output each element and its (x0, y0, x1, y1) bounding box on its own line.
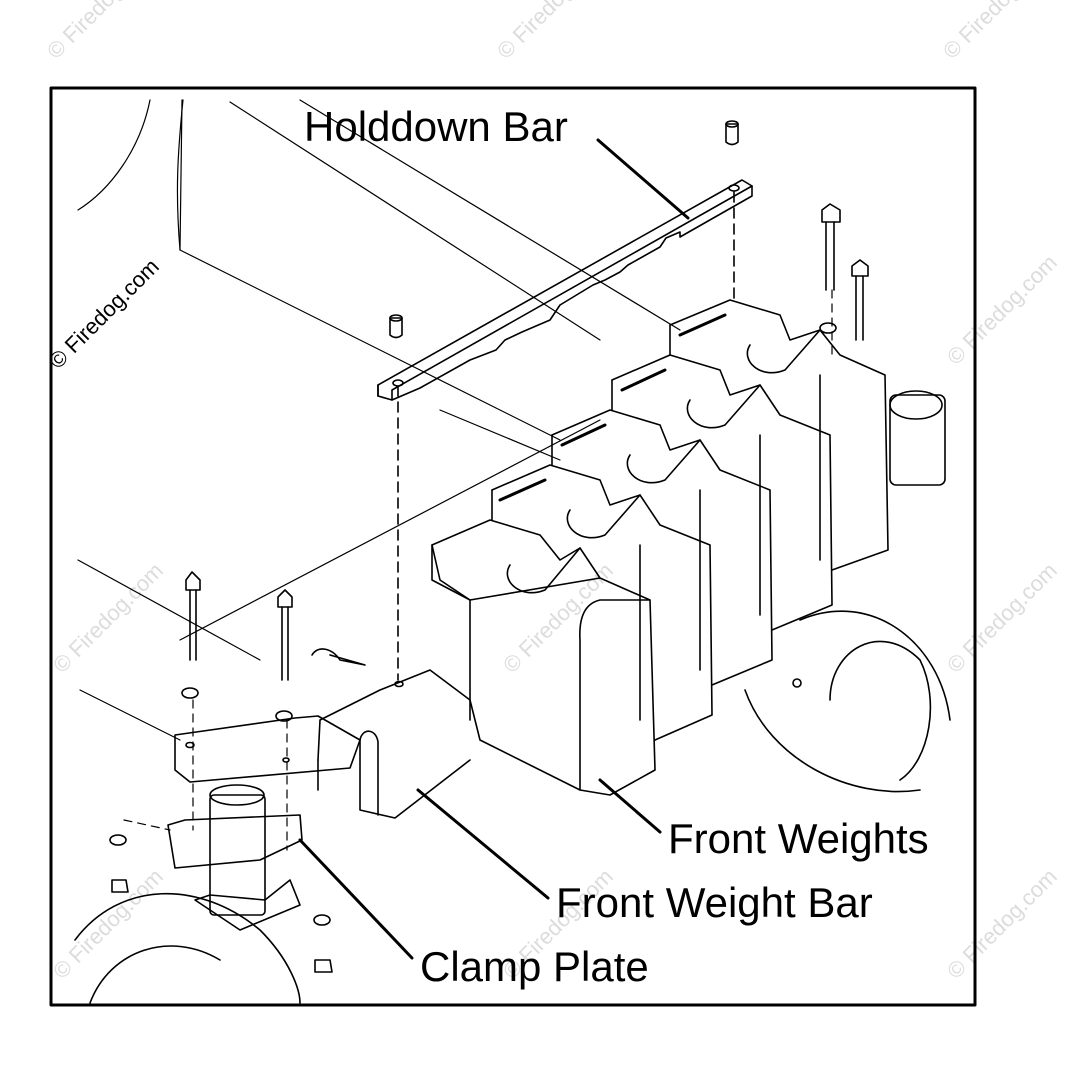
front-tire-left (74, 892, 301, 1004)
alignment-lines (123, 289, 833, 851)
bolts (109, 203, 869, 973)
drawing-frame (49, 86, 977, 1007)
front-weights (431, 299, 889, 796)
tractor-body-outline (77, 99, 681, 741)
label-front-weights: Front Weights (668, 815, 929, 862)
front-weight-bar (317, 669, 471, 819)
leader-clamp-plate (298, 838, 414, 960)
leader-front-weight-bar (416, 788, 550, 900)
clamp-plate (167, 687, 361, 931)
holddown-bar (377, 120, 753, 681)
label-clamp-plate: Clamp Plate (420, 943, 649, 990)
leader-lines (298, 138, 690, 960)
label-front-weight-bar: Front Weight Bar (556, 879, 873, 926)
leader-front-weights (598, 778, 662, 834)
leader-holddown-bar (596, 138, 690, 220)
front-tire-right (744, 390, 951, 793)
label-holddown-bar: Holddown Bar (304, 103, 568, 150)
